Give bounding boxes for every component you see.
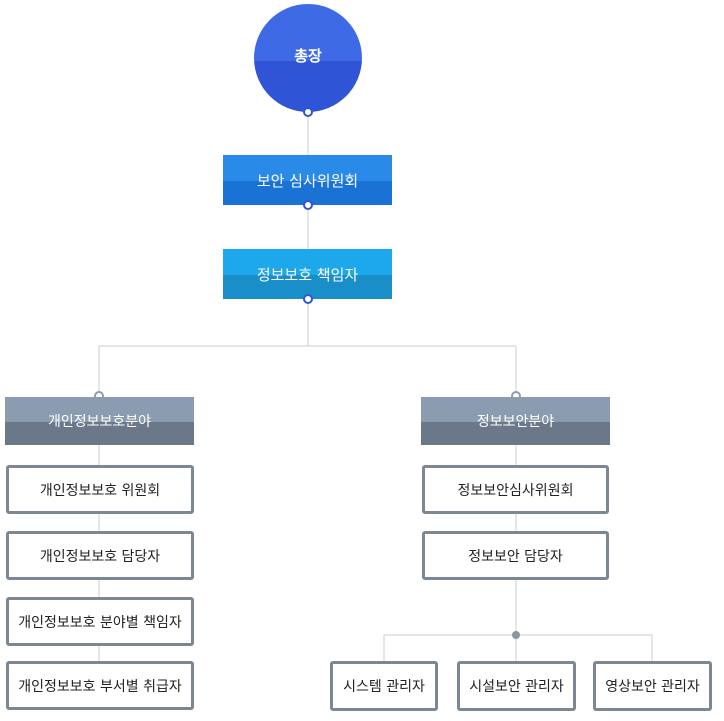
infosec-field-header: 정보보안분야 <box>421 397 610 445</box>
node-label: 정보보안 담당자 <box>468 548 563 565</box>
node-label: 개인정보보호 담당자 <box>39 548 161 565</box>
privacy-committee-node: 개인정보보호 위원회 <box>6 465 194 514</box>
video-security-admin-node: 영상보안 관리자 <box>593 661 712 711</box>
president-node: 총장 <box>254 4 362 112</box>
privacy-field-officer-node: 개인정보보호 분야별 책임자 <box>6 597 194 646</box>
node-label: 시스템 관리자 <box>343 679 425 695</box>
system-admin-node: 시스템 관리자 <box>330 661 438 711</box>
privacy-dept-handler-node: 개인정보보호 부서별 취급자 <box>6 661 194 710</box>
connector-dot <box>512 631 520 639</box>
connector-dot <box>303 294 313 304</box>
node-label: 개인정보보호 부서별 취급자 <box>18 678 182 695</box>
node-label: 개인정보보호 위원회 <box>39 482 161 499</box>
node-label: 영상보안 관리자 <box>605 679 700 695</box>
privacy-field-title: 개인정보보호분야 <box>47 414 152 430</box>
node-label: 정보보안심사위원회 <box>457 482 574 499</box>
security-review-committee-label: 보안 심사위원회 <box>256 171 359 190</box>
connector-dot <box>303 107 313 117</box>
president-label: 총장 <box>294 46 322 65</box>
infosec-manager-node: 정보보안 담당자 <box>422 531 609 580</box>
infosec-review-committee-node: 정보보안심사위원회 <box>422 465 609 514</box>
info-protection-officer-label: 정보보호 책임자 <box>256 265 359 284</box>
node-label: 시설보안 관리자 <box>469 679 564 695</box>
facility-security-admin-node: 시설보안 관리자 <box>457 661 576 711</box>
privacy-manager-node: 개인정보보호 담당자 <box>6 531 194 580</box>
node-label: 개인정보보호 분야별 책임자 <box>18 614 182 631</box>
privacy-field-header: 개인정보보호분야 <box>5 397 194 445</box>
infosec-field-title: 정보보안분야 <box>476 414 555 430</box>
security-review-committee-node: 보안 심사위원회 <box>223 155 392 205</box>
connector-dot <box>303 200 313 210</box>
info-protection-officer-node: 정보보호 책임자 <box>223 249 392 299</box>
